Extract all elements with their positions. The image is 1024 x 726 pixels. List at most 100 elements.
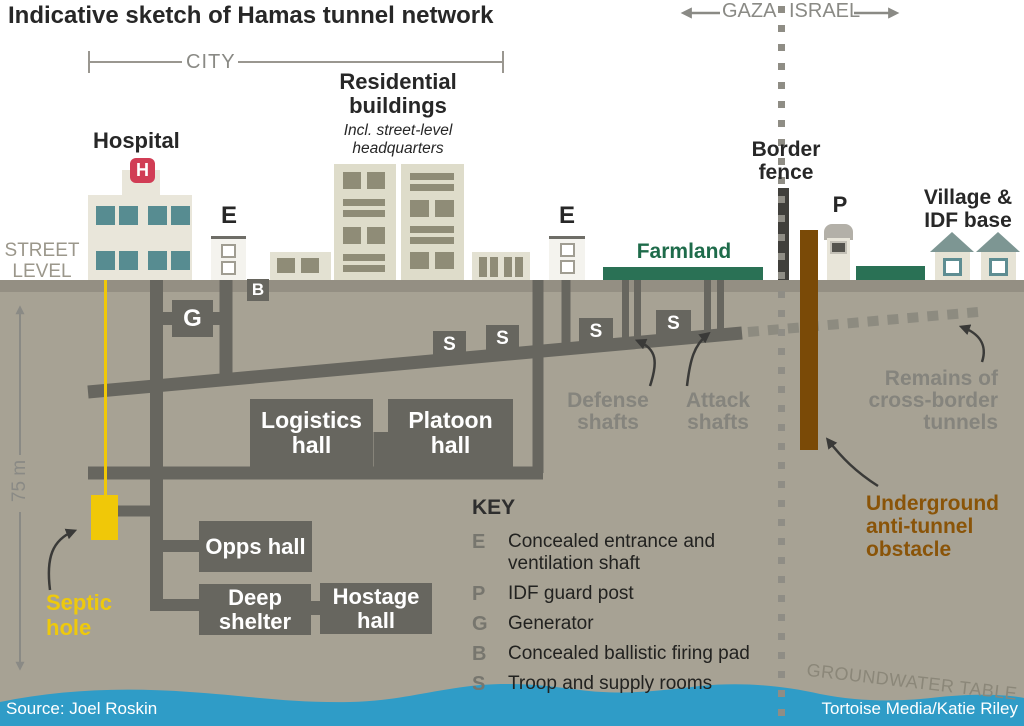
idf-green-strip (856, 266, 925, 280)
entrance2-window (560, 260, 575, 274)
supply-room-letter: S (667, 313, 680, 334)
key-letter: E (472, 531, 486, 553)
village-house-window (943, 258, 962, 276)
footer-credit: Tortoise Media/Katie Riley (821, 699, 1018, 718)
attack-shafts-label: Attack shafts (685, 389, 751, 435)
hospital-label: Hospital (93, 128, 180, 153)
defense-pointer-arrow (634, 338, 656, 387)
entrance1-label: E (220, 202, 237, 229)
israel-label: ISRAEL (789, 0, 861, 22)
key-row: S Troop and supply rooms (472, 673, 802, 696)
residential-window (367, 172, 385, 189)
low-building-window (277, 258, 295, 273)
key-row: P IDF guard post (472, 583, 802, 606)
residential-window (343, 265, 385, 272)
residential-window (343, 254, 385, 261)
residential-window (410, 237, 454, 244)
key-letter: B (472, 642, 487, 665)
guard-tower-window (830, 241, 847, 254)
hospital-window (148, 206, 167, 225)
supply-room-box-3: S (579, 318, 613, 345)
platoon-hall-label: Platoon hall (408, 407, 493, 458)
key-desc: IDF guard post (508, 582, 634, 604)
generator-letter: G (183, 304, 202, 332)
hospital-window (119, 251, 138, 270)
key-row: E Concealed entrance and ventilation sha… (472, 531, 802, 576)
anti-tunnel-obstacle (800, 230, 818, 450)
deep-shelter: Deep shelter (199, 584, 311, 635)
supply-room-letter: S (589, 320, 603, 342)
residential-window (343, 227, 361, 244)
firing-pad-letter: B (251, 280, 265, 299)
village-house-roof (930, 232, 974, 252)
hospital-window (171, 251, 190, 270)
residential-window (343, 199, 385, 206)
supply-room-box-2: S (486, 325, 519, 352)
platoon-hall: Platoon hall (388, 399, 513, 467)
gaza-label: GAZA (722, 0, 777, 22)
border-fence-label: Border fence (751, 138, 821, 185)
groundwater-wave (0, 683, 1024, 726)
key-desc: Concealed ballistic firing pad (508, 642, 750, 664)
deep-shelter-label: Deep shelter (218, 584, 292, 634)
hostage-hall-label: Hostage hall (332, 583, 420, 633)
key-row: B Concealed ballistic firing pad (472, 643, 802, 666)
supply-room-letter: S (496, 327, 509, 349)
logistics-hall-label: Logistics hall (261, 407, 362, 458)
village-house-roof (976, 232, 1020, 252)
opps-hall: Opps hall (199, 521, 312, 572)
hospital-window (171, 206, 190, 225)
hospital-window (96, 206, 115, 225)
generator-box: G (172, 300, 213, 337)
low-building-window (504, 257, 512, 277)
remains-pointer-arrow (958, 324, 985, 363)
guard-post-label: P (832, 192, 848, 217)
firing-pad-box: B (247, 279, 269, 301)
footer-source: Source: Joel Roskin (6, 699, 158, 718)
residential-window (410, 252, 429, 269)
obstacle-label: Underground anti-tunnel obstacle (866, 492, 999, 562)
hostage-hall: Hostage hall (320, 583, 432, 634)
residential-window (410, 200, 429, 217)
entrance1-window (221, 261, 236, 275)
defense-shafts-label: Defense shafts (567, 389, 649, 435)
farmland-strip (603, 267, 763, 280)
farmland-label: Farmland (636, 240, 732, 263)
key-letter: S (472, 672, 486, 695)
hospital-window (148, 251, 167, 270)
opps-hall-label: Opps hall (205, 533, 306, 559)
residential-window (435, 200, 454, 217)
supply-room-letter: S (443, 333, 456, 355)
logistics-hall: Logistics hall (250, 399, 373, 467)
septic-pointer-arrow (47, 528, 78, 591)
street-level-label: STREET LEVEL (4, 240, 80, 283)
entrance1-window (221, 244, 236, 258)
septic-hole-label: Septic hole (46, 590, 113, 641)
attack-pointer-arrow (685, 331, 711, 387)
residential-window (435, 252, 454, 269)
hospital-window (96, 251, 115, 270)
residential-window (410, 184, 454, 191)
residential-window (343, 210, 385, 217)
residential-window (343, 172, 361, 189)
residential-note: Incl. street-level headquarters (343, 122, 453, 157)
depth-label: 75 m (9, 459, 30, 503)
residential-window (410, 226, 454, 233)
remains-label: Remains of cross-border tunnels (868, 367, 998, 435)
obstacle-pointer-arrow (825, 437, 879, 488)
city-label: CITY (186, 51, 236, 73)
village-label: Village & IDF base (923, 186, 1013, 233)
key-panel: KEY E Concealed entrance and ventilation… (472, 496, 802, 703)
key-title: KEY (472, 496, 516, 519)
low-building-window (515, 257, 523, 277)
residential-label: Residential buildings (339, 69, 457, 118)
city-bracket (88, 51, 504, 73)
entrance2-window (560, 243, 575, 257)
entrance2-label: E (558, 202, 575, 229)
low-building-window (490, 257, 498, 277)
hospital-sign-letter: H (136, 160, 149, 180)
hospital-window (119, 206, 138, 225)
key-desc: Generator (508, 612, 594, 634)
